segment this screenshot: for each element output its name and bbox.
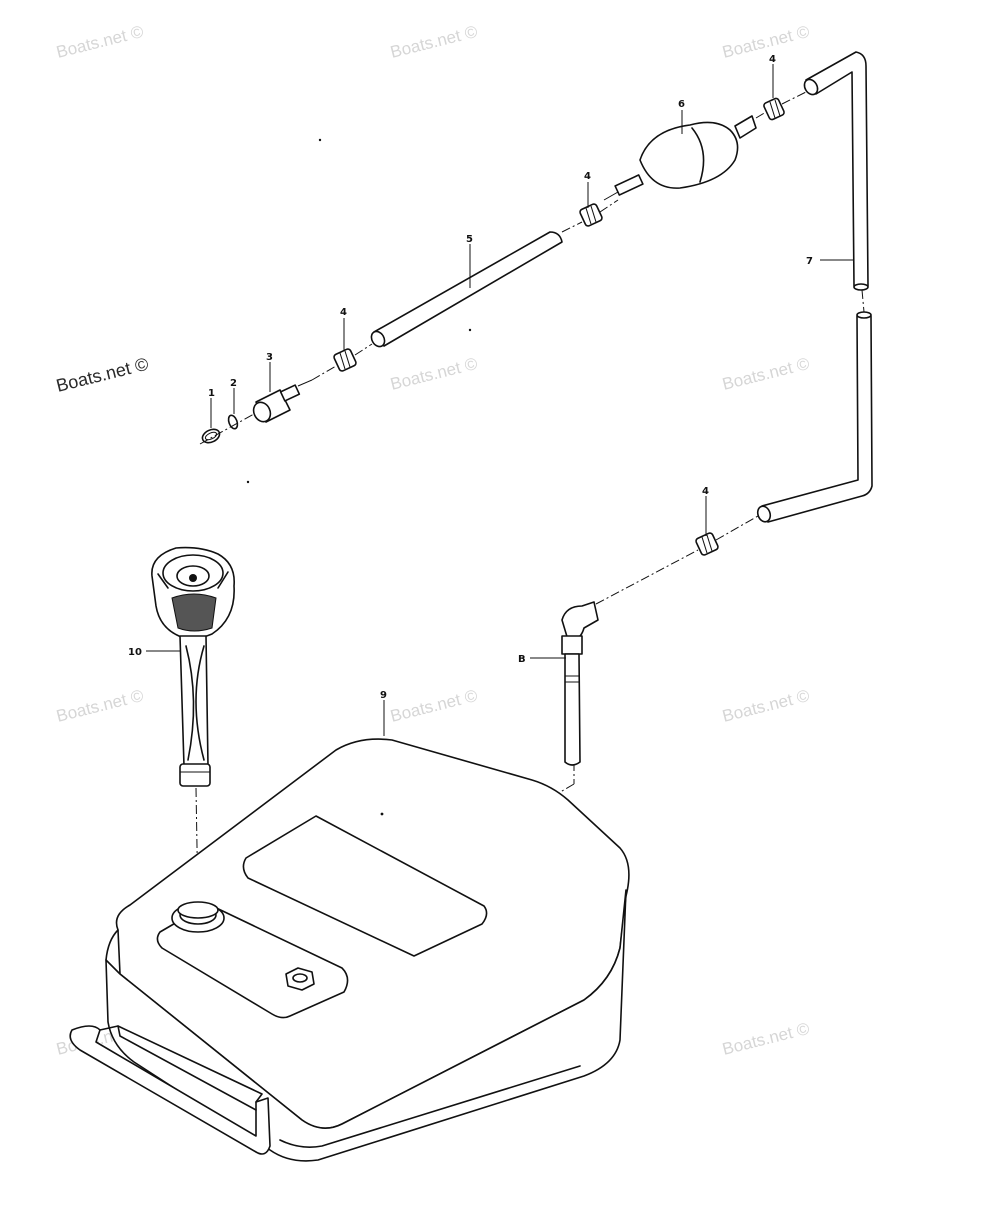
- hose-clamp: [763, 97, 785, 121]
- watermark: Boats.net ©: [720, 1019, 811, 1059]
- primer-bulb: [603, 115, 757, 201]
- hose-clamp: [579, 203, 603, 227]
- callout-7: 7: [806, 256, 813, 267]
- fuel-pickup-tube: [561, 601, 599, 766]
- watermark: Boats.net ©: [720, 686, 811, 726]
- watermark: Boats.net ©: [388, 22, 479, 62]
- callout-8: B: [518, 654, 526, 665]
- watermark: Boats.net ©: [54, 686, 145, 726]
- callout-10: 10: [128, 647, 142, 658]
- o-ring: [227, 414, 239, 430]
- fuel-gauge: [151, 546, 235, 787]
- watermark-dark: Boats.net ©: [54, 354, 150, 396]
- callout-9: 9: [380, 690, 387, 701]
- callout-leaders: [146, 64, 854, 736]
- callout-4: 4: [584, 171, 591, 182]
- stray-mark: [380, 812, 384, 816]
- watermark: Boats.net ©: [388, 354, 479, 394]
- hose-clamp: [695, 532, 719, 556]
- callout-4: 4: [340, 307, 347, 318]
- stray-mark: [246, 480, 250, 484]
- fuel-tank: [69, 738, 630, 1162]
- callout-4: 4: [769, 54, 776, 65]
- callout-4: 4: [702, 486, 709, 497]
- callout-5: 5: [466, 234, 473, 245]
- stray-mark: [468, 328, 472, 332]
- watermark: Boats.net ©: [720, 22, 811, 62]
- fuel-hose-upper: [803, 51, 869, 291]
- fuel-hose-lower: [756, 311, 873, 523]
- fuel-hose-section: [370, 231, 563, 348]
- hose-clamp: [333, 348, 357, 372]
- watermark: Boats.net ©: [720, 354, 811, 394]
- watermark: Boats.net ©: [54, 22, 145, 62]
- callout-1: 1: [208, 388, 215, 399]
- stray-mark: [318, 138, 322, 142]
- watermark: Boats.net ©: [388, 686, 479, 726]
- fuel-connector: [252, 379, 313, 423]
- callout-2: 2: [230, 378, 237, 389]
- callout-6: 6: [678, 99, 685, 110]
- callout-3: 3: [266, 352, 273, 363]
- callout-labels: 1 2 3 4 5 4 6 4 7 4 B 9 10: [128, 54, 813, 701]
